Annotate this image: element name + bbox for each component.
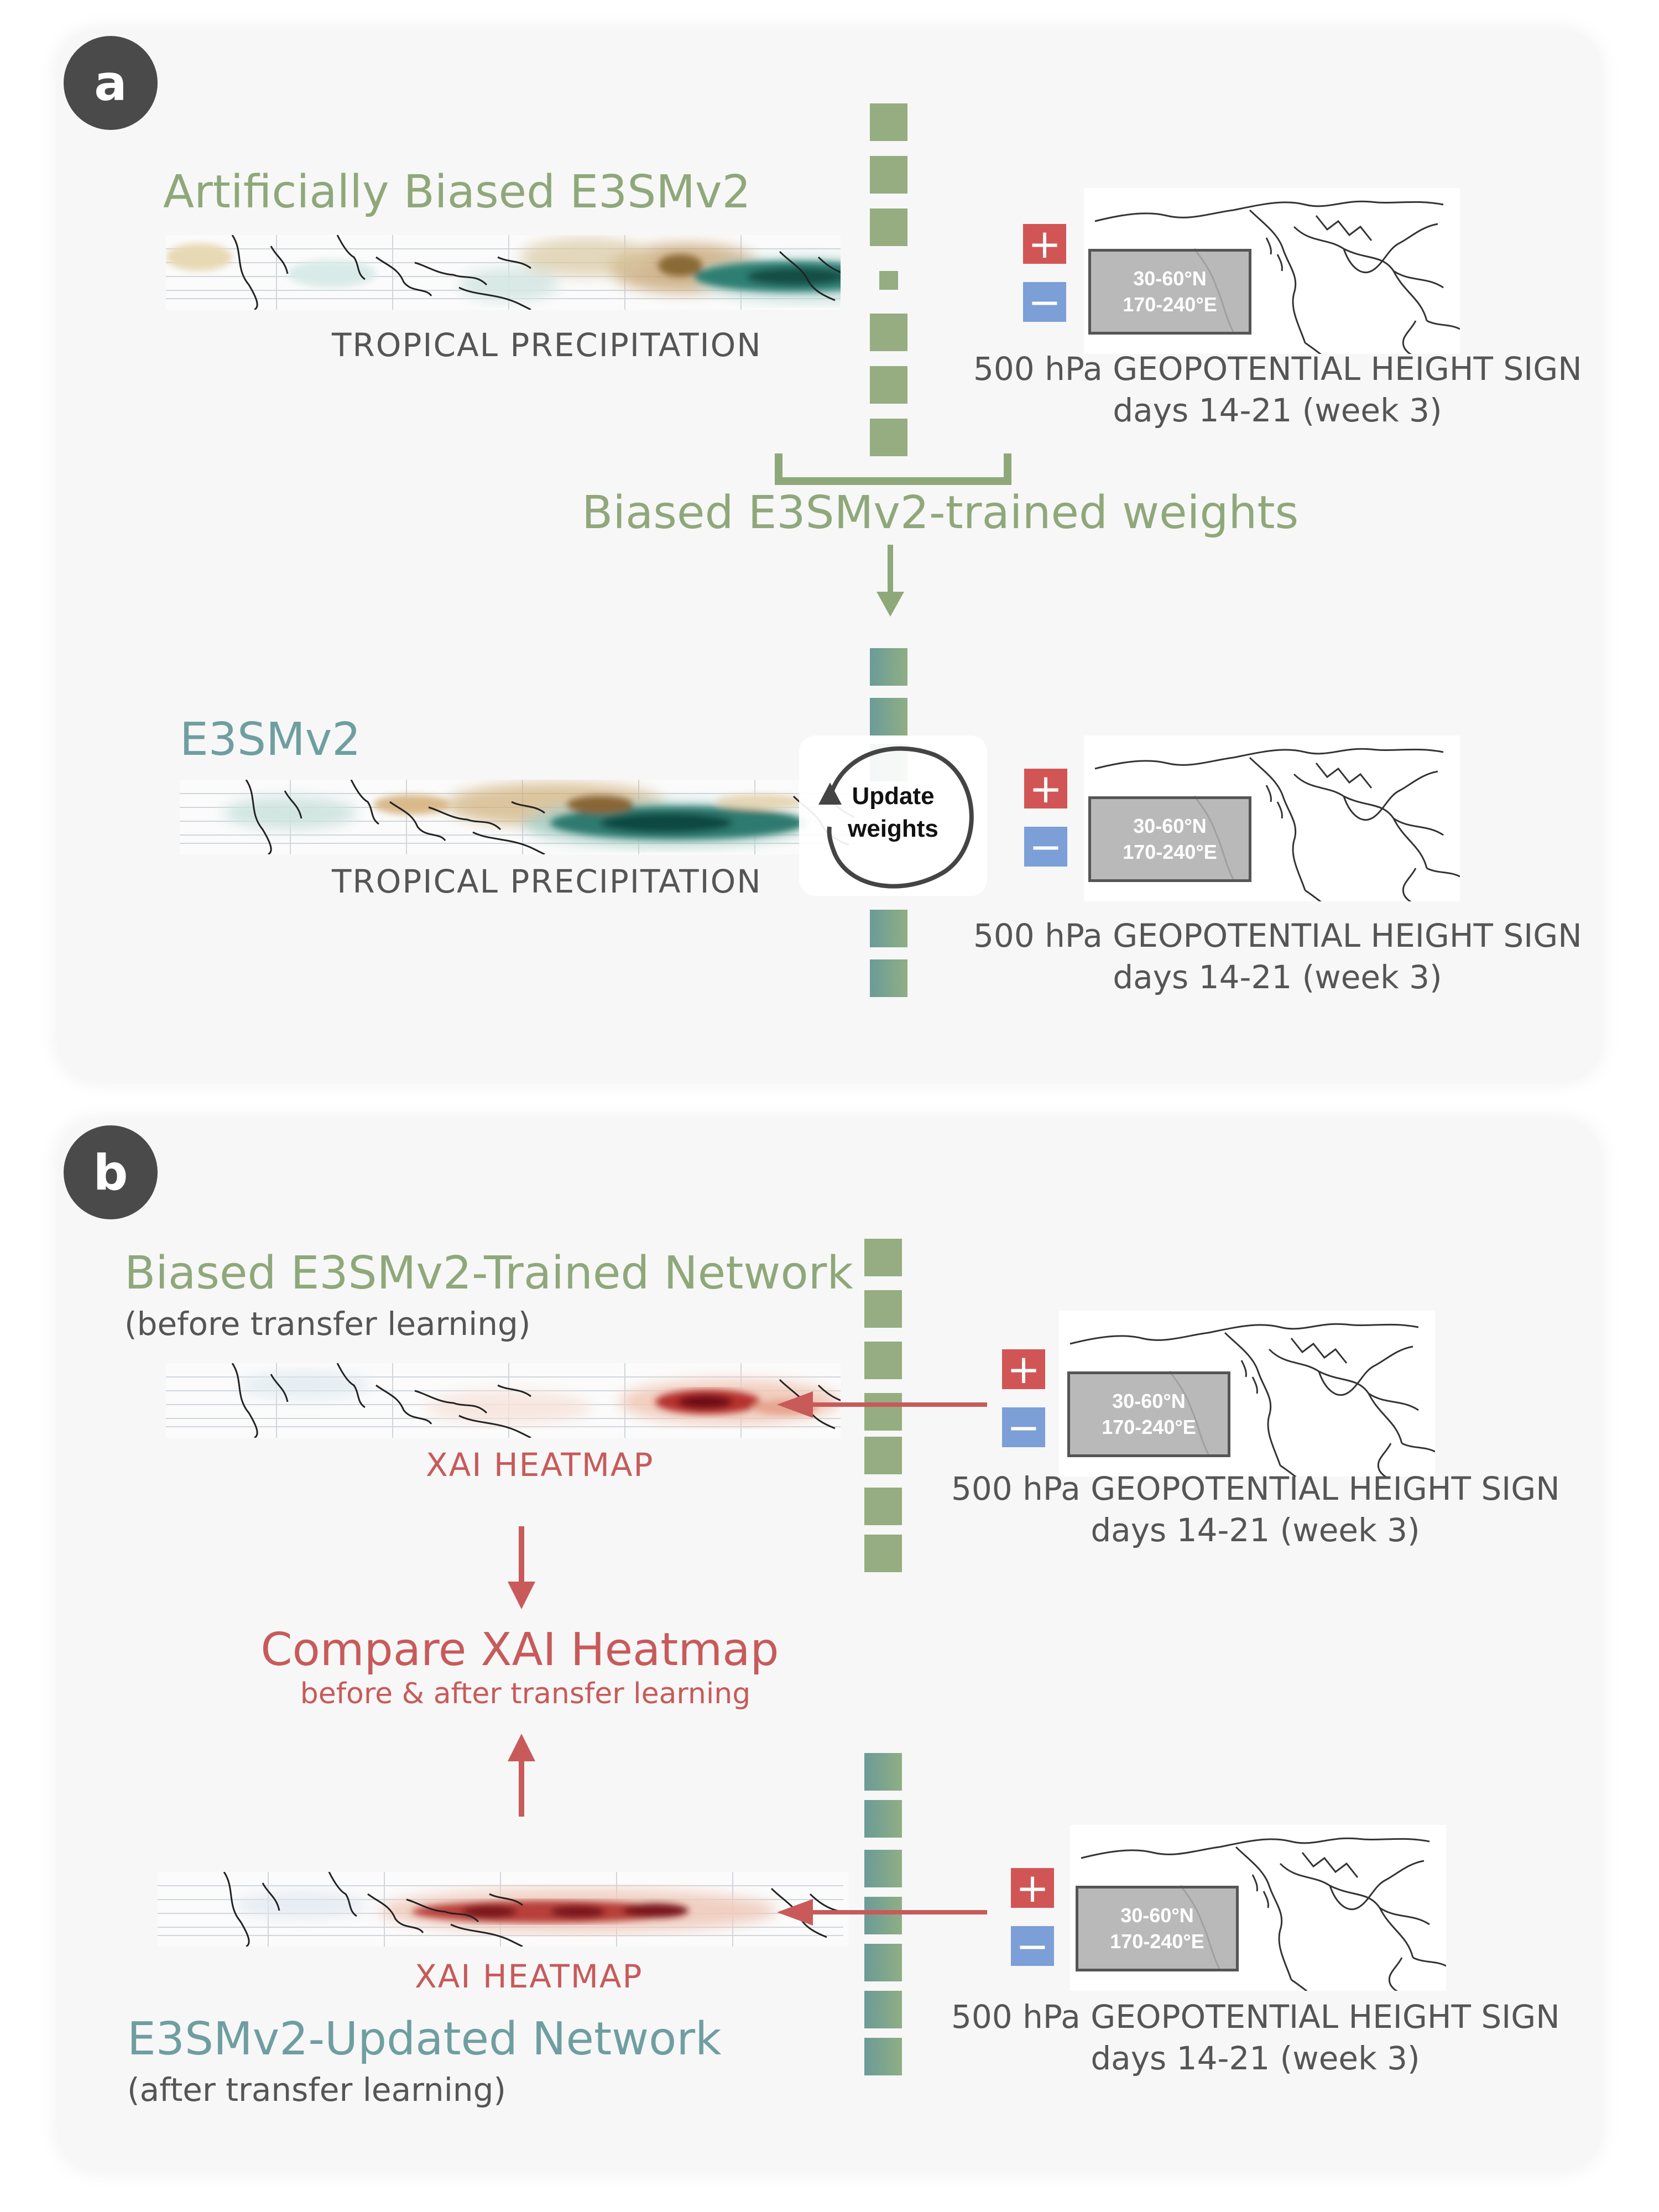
network-node (870, 648, 907, 686)
na-map-a2: 30-60°N 170-240°E (1084, 735, 1460, 901)
region-box: 30-60°N 170-240°E (1088, 796, 1251, 882)
panel-b-bottom-title: E3SMv2-Updated Network (127, 2013, 722, 2065)
target-line-2: days 14-21 (week 3) (1091, 2039, 1420, 2078)
network-node (864, 1850, 902, 1887)
minus-sign-box: − (1024, 827, 1067, 867)
target-line-1: 500 hPa GEOPOTENTIAL HEIGHT SIGN (951, 1998, 1560, 2036)
target-line-2: days 14-21 (week 3) (1113, 958, 1442, 997)
network-node (870, 698, 907, 735)
target-label-a2: 500 hPa GEOPOTENTIAL HEIGHT SIGN days 14… (973, 915, 1582, 999)
plus-sign-box: + (1024, 769, 1067, 808)
region-lat: 30-60°N (1133, 814, 1207, 837)
precip-map-biased (166, 235, 841, 310)
network-node (870, 156, 907, 194)
plus-sign-box: + (1023, 224, 1066, 264)
xai-caption-before: XAI HEATMAP (426, 1446, 654, 1484)
target-line-2: days 14-21 (week 3) (1091, 1511, 1420, 1550)
network-node (864, 2038, 902, 2075)
panel-b-top-subtitle: (before transfer learning) (124, 1305, 531, 1343)
plus-sign-box: + (1011, 1868, 1054, 1908)
target-label-b1: 500 hPa GEOPOTENTIAL HEIGHT SIGN days 14… (951, 1468, 1560, 1552)
region-lat: 30-60°N (1120, 1903, 1194, 1927)
weights-label: Biased E3SMv2-trained weights (582, 487, 1299, 539)
region-lon: 170-240°E (1123, 293, 1217, 316)
left-arrow-red (777, 1391, 987, 1418)
region-lon: 170-240°E (1110, 1929, 1204, 1953)
panel-b-letter: b (64, 1125, 158, 1219)
plus-sign-box: + (1002, 1349, 1045, 1389)
left-arrow-red (777, 1899, 987, 1926)
target-label-a1: 500 hPa GEOPOTENTIAL HEIGHT SIGN days 14… (973, 348, 1582, 432)
compare-block: Compare XAI Heatmap before & after trans… (243, 1623, 796, 1710)
panel-a-top-caption: TROPICAL PRECIPITATION (332, 326, 762, 364)
target-line-2: days 14-21 (week 3) (1113, 392, 1442, 430)
network-node (879, 271, 898, 290)
compare-subtitle: before & after transfer learning (300, 1677, 751, 1711)
network-node (870, 910, 907, 947)
update-cycle-icon (818, 746, 974, 889)
network-node (870, 959, 907, 997)
region-box: 30-60°N 170-240°E (1076, 1886, 1239, 1971)
panel-b (58, 1120, 1601, 2171)
network-node (870, 419, 907, 456)
network-node (864, 1753, 902, 1791)
panel-b-bottom-subtitle: (after transfer learning) (127, 2071, 507, 2109)
minus-sign-box: − (1002, 1407, 1045, 1447)
region-box: 30-60°N 170-240°E (1067, 1371, 1230, 1457)
down-arrow-red (508, 1526, 535, 1609)
region-box: 30-60°N 170-240°E (1088, 249, 1251, 335)
network-node (864, 1535, 902, 1572)
panel-a-bottom-title: E3SMv2 (180, 713, 361, 766)
region-lat: 30-60°N (1133, 267, 1207, 290)
na-map-b1: 30-60°N 170-240°E (1059, 1311, 1435, 1477)
region-lon: 170-240°E (1102, 1415, 1196, 1438)
network-node (870, 103, 907, 141)
panel-a-bottom-caption: TROPICAL PRECIPITATION (332, 863, 762, 900)
xai-heatmap-before (166, 1363, 841, 1438)
update-weights-backdrop (799, 735, 987, 896)
na-map-a1: 30-60°N 170-240°E (1084, 188, 1460, 354)
na-map-b2: 30-60°N 170-240°E (1070, 1825, 1446, 1991)
network-node (870, 208, 907, 246)
network-node (864, 1342, 902, 1379)
target-label-b2: 500 hPa GEOPOTENTIAL HEIGHT SIGN days 14… (951, 1996, 1560, 2080)
network-node (864, 1488, 902, 1525)
network-node (864, 1239, 902, 1276)
network-node (864, 1437, 902, 1474)
network-node (864, 1991, 902, 2028)
target-line-1: 500 hPa GEOPOTENTIAL HEIGHT SIGN (951, 1470, 1560, 1507)
network-node (864, 1897, 902, 1934)
compare-title: Compare XAI Heatmap (260, 1624, 779, 1676)
weights-bracket (775, 453, 1011, 485)
precip-map-e3smv2 (180, 780, 854, 854)
xai-heatmap-after (158, 1872, 849, 1947)
xai-caption-after: XAI HEATMAP (415, 1958, 643, 1995)
target-line-1: 500 hPa GEOPOTENTIAL HEIGHT SIGN (973, 350, 1582, 388)
network-node (864, 1393, 902, 1431)
network-node (870, 314, 907, 351)
update-weights-label: Update weights (827, 780, 959, 846)
down-arrow-green (877, 545, 904, 617)
target-line-1: 500 hPa GEOPOTENTIAL HEIGHT SIGN (973, 917, 1582, 954)
minus-sign-box: − (1011, 1926, 1054, 1966)
update-line-2: weights (848, 815, 938, 843)
panel-b-top-title: Biased E3SMv2-Trained Network (124, 1247, 853, 1300)
region-lon: 170-240°E (1123, 840, 1217, 863)
panel-a-letter: a (64, 36, 158, 130)
minus-sign-box: − (1023, 282, 1066, 322)
region-lat: 30-60°N (1112, 1389, 1186, 1412)
update-line-1: Update (852, 782, 935, 810)
network-node (864, 1290, 902, 1328)
panel-a-top-title: Artificially Biased E3SMv2 (163, 166, 751, 218)
network-node (870, 366, 907, 404)
up-arrow-red (508, 1734, 535, 1817)
network-node (864, 1944, 902, 1981)
network-node (864, 1800, 902, 1838)
